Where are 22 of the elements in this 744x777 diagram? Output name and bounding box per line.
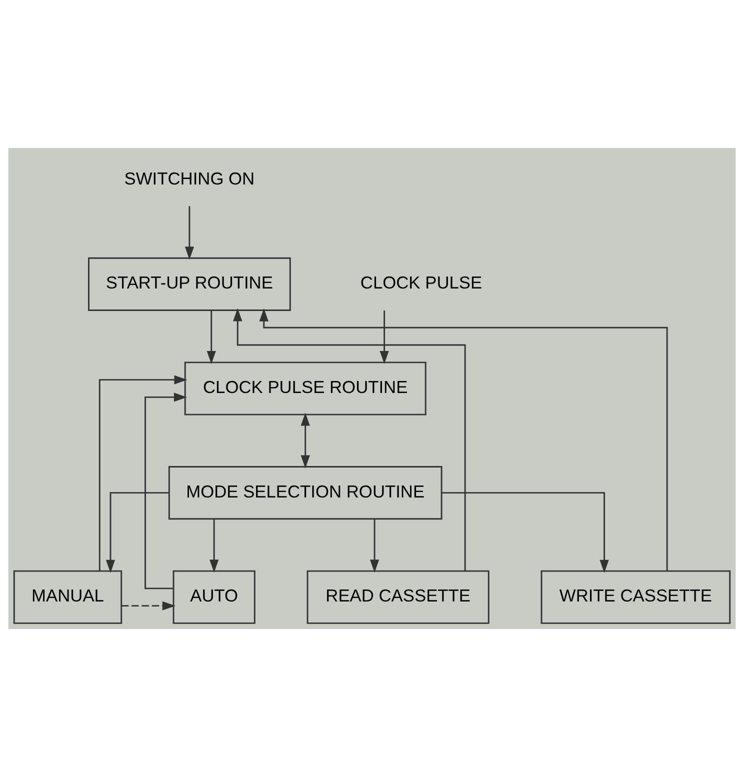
arrow [442,492,609,573]
node-box: MANUAL [13,570,122,624]
arrow [370,519,380,573]
node-text: SWITCHING ON [124,168,255,188]
node-text: CLOCK PULSE [360,272,482,293]
arrow [106,492,169,573]
arrow [206,310,216,364]
node-box: CLOCK PULSE ROUTINE [184,362,426,416]
node-box: READ CASSETTE [306,570,490,624]
arrow [233,308,466,571]
arrow [184,206,194,260]
node-box: AUTO [172,570,256,624]
arrow [144,392,188,590]
arrow [98,375,188,571]
arrow [380,310,389,364]
node-box: MODE SELECTION ROUTINE [168,466,442,520]
arrow [210,519,219,573]
arrow [300,412,310,468]
node-box: WRITE CASSETTE [540,570,731,624]
node-box: START-UP ROUTINE [88,257,291,311]
arrow [259,308,668,571]
arrow [121,601,176,610]
